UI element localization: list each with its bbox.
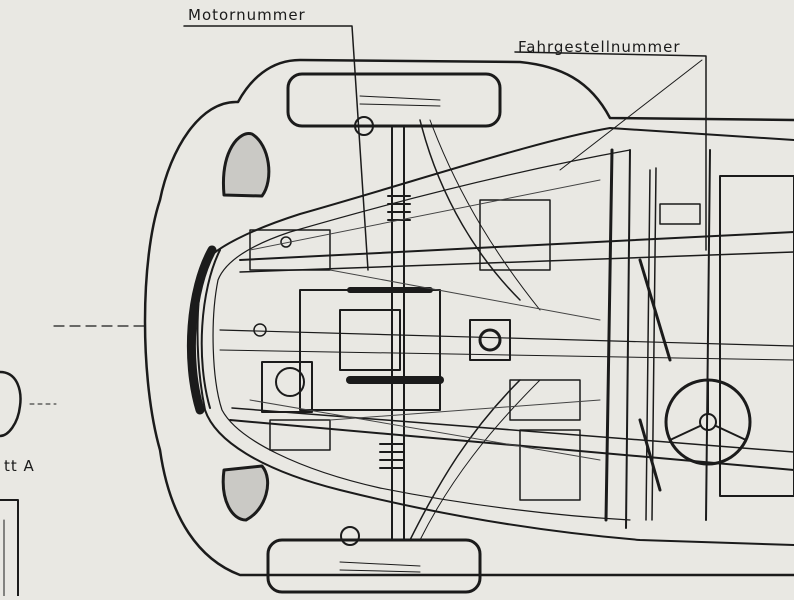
engine-block — [300, 290, 440, 410]
gearbox — [480, 200, 550, 270]
headlight-bottom — [223, 466, 267, 520]
front-hood-outline — [198, 128, 794, 545]
hood-inner-line — [213, 150, 630, 520]
front-wheel-bottom — [268, 540, 480, 592]
motor-number-leader — [184, 26, 368, 270]
section-a-detail — [0, 372, 20, 436]
firewall — [606, 150, 612, 520]
chassis-number-label: Fahrgestellnummer — [518, 38, 681, 56]
frame-rail-top — [240, 232, 794, 260]
headlight-top — [223, 134, 268, 196]
section-a-label: tt A — [4, 457, 35, 475]
chassis-number-leader-diag — [560, 60, 702, 170]
motor-number-label: Motornummer — [188, 6, 306, 24]
front-wheel-top — [288, 74, 500, 126]
front-axle — [392, 126, 404, 540]
